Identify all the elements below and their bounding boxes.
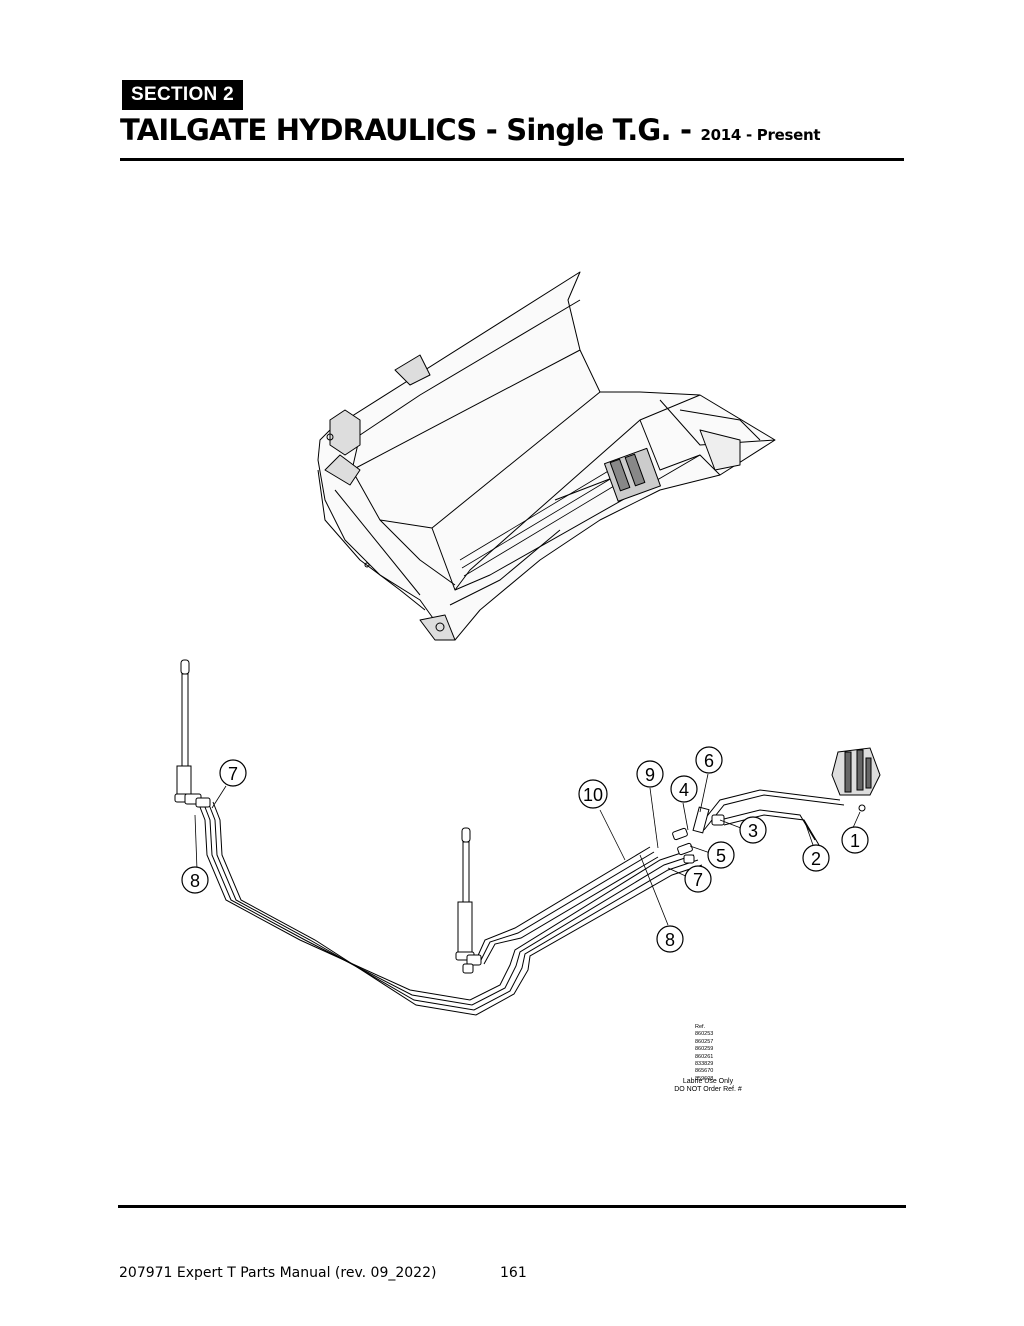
manual-title: 207971 Expert T Parts Manual (rev. 09_20… — [119, 1265, 437, 1281]
ref-title: Ref. — [695, 1024, 706, 1030]
truck-body-illustration — [317, 271, 776, 641]
ref-note-line-2: DO NOT Order Ref. # — [674, 1086, 742, 1093]
svg-text:7: 7 — [693, 870, 703, 890]
ref-number: 860261 — [695, 1053, 714, 1060]
left-cylinder — [174, 659, 194, 803]
fittings — [184, 793, 725, 974]
callout-1: 1 — [841, 826, 869, 854]
callout-5: 5 — [707, 841, 735, 869]
ref-number: 833829 — [695, 1061, 714, 1068]
svg-text:3: 3 — [748, 821, 758, 841]
svg-text:5: 5 — [716, 846, 726, 866]
callout-10: 10 — [578, 779, 608, 809]
title-main: TAILGATE HYDRAULICS - Single T.G. - — [120, 113, 701, 147]
callout-6: 6 — [695, 746, 723, 774]
svg-text:4: 4 — [679, 780, 689, 800]
callout-2: 2 — [802, 844, 830, 872]
section-badge: SECTION 2 — [122, 80, 243, 110]
hose-lines — [197, 789, 845, 1016]
callout-9: 9 — [636, 760, 664, 788]
callout-8-lower: 8 — [656, 925, 684, 953]
ref-number: 860257 — [695, 1038, 714, 1045]
ref-note-line-1: Labrie Use Only — [682, 1078, 734, 1085]
footer-divider — [118, 1205, 906, 1208]
ref-number: 860253 — [695, 1031, 714, 1038]
ref-number: 859608 — [695, 1075, 714, 1082]
callout-4: 4 — [670, 775, 698, 803]
svg-text:8: 8 — [190, 871, 200, 891]
ref-number: 865670 — [695, 1068, 714, 1075]
callout-7-upper: 7 — [219, 759, 247, 787]
title-subtitle: 2014 - Present — [700, 126, 821, 144]
valve-assembly — [831, 747, 881, 812]
ref-number: 860259 — [695, 1046, 714, 1053]
center-cylinder — [455, 827, 475, 961]
page-number: 161 — [500, 1265, 527, 1281]
svg-text:9: 9 — [645, 765, 655, 785]
callout-3: 3 — [739, 816, 767, 844]
svg-text:8: 8 — [665, 930, 675, 950]
page-title: TAILGATE HYDRAULICS - Single T.G. - 2014… — [120, 113, 821, 147]
ref-note: Labrie Use Only DO NOT Order Ref. # — [668, 1078, 748, 1094]
svg-text:10: 10 — [583, 785, 603, 805]
svg-text:1: 1 — [850, 831, 860, 851]
svg-text:2: 2 — [811, 849, 821, 869]
callout-8-left: 8 — [181, 866, 209, 894]
header-divider — [120, 158, 904, 161]
svg-text:6: 6 — [704, 751, 714, 771]
svg-text:7: 7 — [228, 764, 238, 784]
reference-numbers: Ref. 860253 860257 860259 860261 833829 … — [676, 1024, 736, 1083]
leader-lines — [194, 773, 861, 926]
callout-7-lower: 7 — [684, 865, 712, 893]
